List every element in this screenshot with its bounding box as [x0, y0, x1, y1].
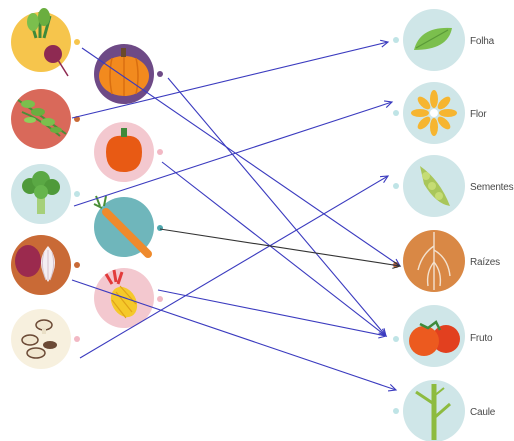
onion-icon	[15, 245, 55, 282]
food-item-mushroom	[11, 309, 71, 369]
mushroom-icon	[21, 319, 57, 359]
dot-folha[interactable]	[393, 37, 399, 43]
dot-onion[interactable]	[74, 262, 80, 268]
food-item-carrot	[93, 195, 154, 258]
connector-dots	[74, 37, 399, 414]
food-item-onion	[11, 235, 71, 295]
flower-icon	[411, 90, 457, 136]
dot-pineapple[interactable]	[157, 296, 163, 302]
herbs-icon	[17, 99, 67, 137]
dot-carrot[interactable]	[157, 225, 163, 231]
category-label-raizes: Raízes	[470, 257, 500, 268]
dot-mushroom[interactable]	[74, 336, 80, 342]
category-label-sementes: Sementes	[470, 182, 514, 193]
arrowhead-carrot-to-raizes	[392, 261, 402, 269]
food-item-beet	[11, 8, 71, 77]
dot-caule[interactable]	[393, 408, 399, 414]
dot-broccoli[interactable]	[74, 191, 80, 197]
arrowhead-onion-to-caule	[387, 383, 398, 392]
broccoli-icon	[22, 171, 60, 214]
food-item-pumpkin	[94, 44, 154, 104]
tomato-icon	[409, 320, 460, 356]
category-folha: Folha	[403, 9, 495, 71]
category-caule: Caule	[403, 380, 496, 441]
pea-pod-icon	[420, 166, 450, 206]
food-item-broccoli	[11, 164, 71, 224]
arrowhead-pineapple-to-fruto	[378, 330, 388, 339]
arrow-pumpkin-to-fruto	[167, 77, 387, 337]
stem-icon	[415, 384, 451, 440]
category-label-folha: Folha	[470, 36, 495, 47]
arrowhead-herbs-to-folha	[380, 39, 390, 48]
arrowhead-mushroom-to-sementes	[379, 175, 390, 183]
category-fruto: Fruto	[403, 305, 493, 367]
dot-flor[interactable]	[393, 110, 399, 116]
category-raizes: Raízes	[403, 230, 500, 292]
arrowhead-broccoli-to-flor	[383, 100, 394, 108]
carrot-icon	[93, 195, 152, 258]
arrow-pineapple-to-fruto	[157, 289, 387, 337]
arrow-onion-to-caule	[71, 279, 397, 391]
dot-sementes[interactable]	[393, 183, 399, 189]
roots-icon	[417, 232, 451, 290]
arrow-broccoli-to-flor	[73, 101, 393, 207]
food-item-herbs	[11, 89, 71, 149]
beet-icon	[27, 8, 69, 77]
arrow-mushroom-to-sementes	[79, 175, 389, 359]
arrow-beet-to-raizes	[81, 47, 401, 267]
category-label-caule: Caule	[470, 407, 496, 418]
dot-fruto[interactable]	[393, 336, 399, 342]
category-label-flor: Flor	[470, 109, 487, 120]
category-label-fruto: Fruto	[470, 333, 493, 344]
dot-pepper[interactable]	[157, 149, 163, 155]
dot-beet[interactable]	[74, 39, 80, 45]
connection-arrows	[71, 39, 402, 392]
arrow-herbs-to-folha	[71, 41, 389, 119]
dot-pumpkin[interactable]	[157, 71, 163, 77]
category-sementes: Sementes	[403, 155, 514, 217]
arrow-pepper-to-fruto	[161, 161, 387, 337]
category-flor: Flor	[403, 82, 487, 144]
food-item-pepper	[94, 122, 154, 182]
pepper-icon	[106, 128, 142, 172]
arrow-carrot-to-raizes	[159, 228, 401, 267]
